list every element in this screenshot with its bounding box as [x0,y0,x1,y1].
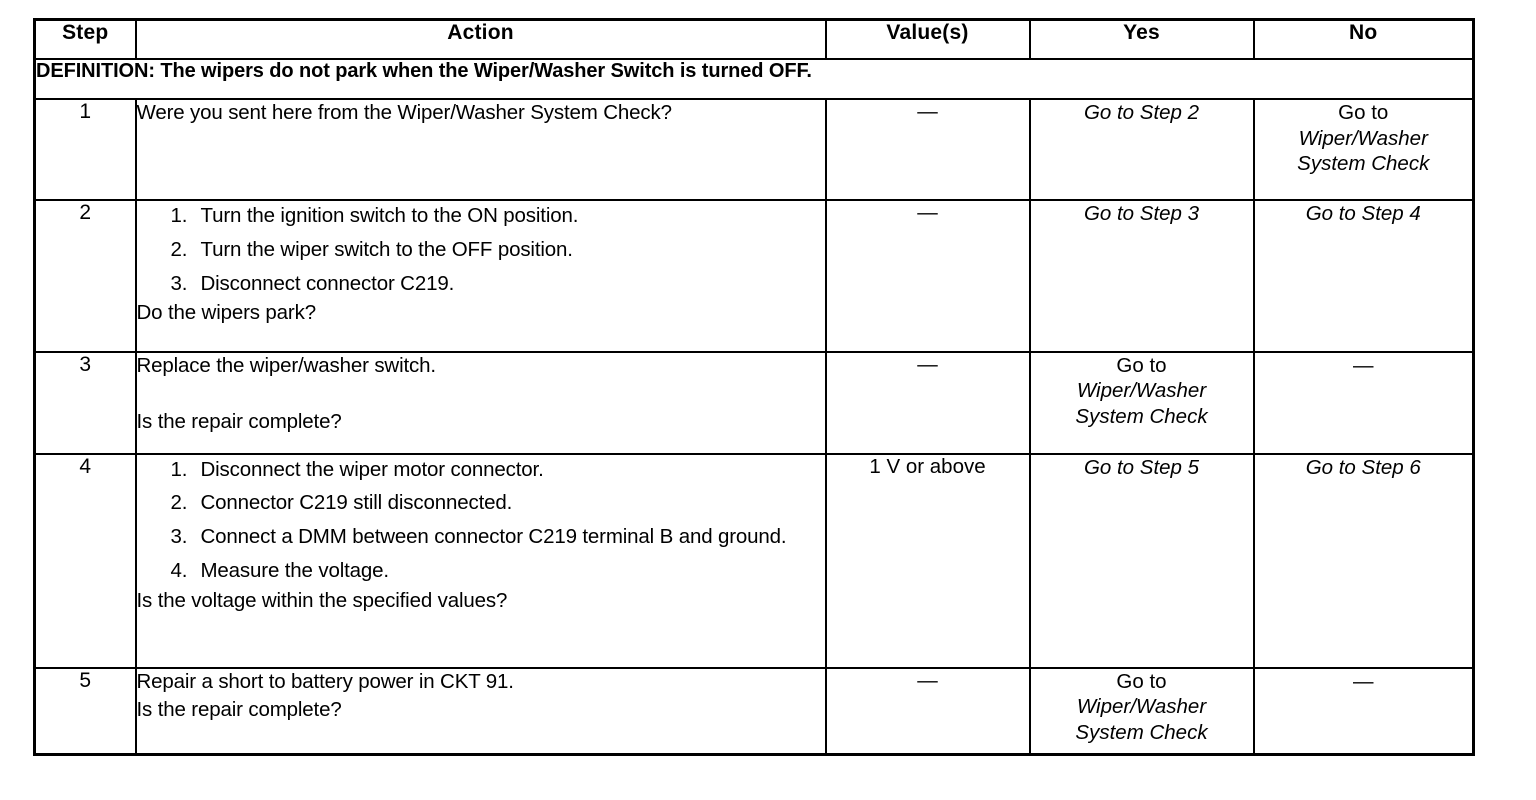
no-branch-cell: Go to Wiper/Washer System Check [1252,98,1475,201]
table-row: 4 Disconnect the wiper motor connector. … [33,452,1475,669]
no-branch-prefix: Go to [1338,101,1389,125]
no-branch-target-line2: System Check [1297,152,1430,176]
yes-branch-cell: Go to Step 3 [1028,198,1255,353]
substep-item: Turn the ignition switch to the ON posit… [171,203,579,229]
definition-row: DEFINITION: The wipers do not park when … [33,57,1475,101]
value-cell: — [824,198,1031,353]
substep-item: Measure the voltage. [171,558,390,584]
no-branch-target: — [1353,353,1374,377]
action-question-text: Do the wipers park? [136,301,317,325]
substep-item: Connect a DMM between connector C219 ter… [171,524,787,550]
step-number: 1 [33,98,137,201]
column-header-values: Value(s) [824,18,1031,60]
action-lead-text: Replace the wiper/washer switch. [136,353,437,377]
yes-branch-target: Go to Step 3 [1083,201,1200,225]
diagnostic-table: Step Action Value(s) Yes No DEFINITION: … [33,18,1475,756]
substep-list: Turn the ignition switch to the ON posit… [137,203,825,296]
yes-branch-target: Go to Step 5 [1083,455,1200,479]
yes-branch-cell: Go to Wiper/Washer System Check [1028,350,1255,455]
table-row: 2 Turn the ignition switch to the ON pos… [33,198,1475,353]
column-header-step: Step [33,18,137,60]
yes-branch-cell: Go to Step 2 [1028,98,1255,201]
no-branch-cell: — [1252,350,1475,455]
substep-item: Connector C219 still disconnected. [171,490,513,516]
action-lead-text: Repair a short to battery power in CKT 9… [136,669,514,693]
definition-text: DEFINITION: The wipers do not park when … [33,57,1475,101]
table-row: 1 Were you sent here from the Wiper/Wash… [33,98,1475,201]
substep-item: Disconnect connector C219. [171,271,455,297]
yes-branch-target-line1: Wiper/Washer [1076,379,1207,403]
step-number: 4 [33,452,137,669]
action-lead-text: Were you sent here from the Wiper/Washer… [136,101,673,125]
yes-branch-target-line2: System Check [1075,404,1208,428]
no-branch-cell: Go to Step 6 [1252,452,1475,669]
action-cell: Replace the wiper/washer switch. Is the … [134,350,827,455]
yes-branch-cell: Go to Step 5 [1028,452,1255,669]
yes-branch-target: Go to Step 2 [1083,101,1200,125]
value-cell: — [824,666,1031,756]
action-question-text: Is the repair complete? [136,697,342,721]
yes-branch-target-line1: Wiper/Washer [1076,695,1207,719]
value-cell: — [824,98,1031,201]
yes-branch-prefix: Go to [1116,353,1167,377]
no-branch-cell: — [1252,666,1475,756]
no-branch-target: Go to Step 4 [1305,201,1421,225]
yes-branch-cell: Go to Wiper/Washer System Check [1028,666,1255,756]
yes-branch-target-line2: System Check [1075,720,1208,744]
value-cell: 1 V or above [824,452,1031,669]
substep-item: Disconnect the wiper motor connector. [171,457,544,483]
action-cell: Disconnect the wiper motor connector. Co… [134,452,827,669]
action-cell: Turn the ignition switch to the ON posit… [134,198,827,353]
action-cell: Repair a short to battery power in CKT 9… [134,666,827,756]
column-header-yes: Yes [1028,18,1255,60]
substep-item: Turn the wiper switch to the OFF positio… [171,237,573,263]
step-number: 2 [33,198,137,353]
action-question-text: Is the voltage within the specified valu… [136,588,508,612]
value-cell: — [824,350,1031,455]
no-branch-target: — [1353,669,1374,693]
table-row: 3 Replace the wiper/washer switch. Is th… [33,350,1475,455]
action-question-text: Is the repair complete? [136,409,342,433]
no-branch-target-line1: Wiper/Washer [1298,126,1428,150]
table-header-row: Step Action Value(s) Yes No [33,18,1475,60]
action-cell: Were you sent here from the Wiper/Washer… [134,98,827,201]
step-number: 3 [33,350,137,455]
step-number: 5 [33,666,137,756]
yes-branch-prefix: Go to [1116,669,1167,693]
column-header-no: No [1252,18,1475,60]
column-header-action: Action [134,18,827,60]
no-branch-cell: Go to Step 4 [1252,198,1475,353]
no-branch-target: Go to Step 6 [1305,455,1421,479]
substep-list: Disconnect the wiper motor connector. Co… [137,457,825,584]
table-row: 5 Repair a short to battery power in CKT… [33,666,1475,756]
